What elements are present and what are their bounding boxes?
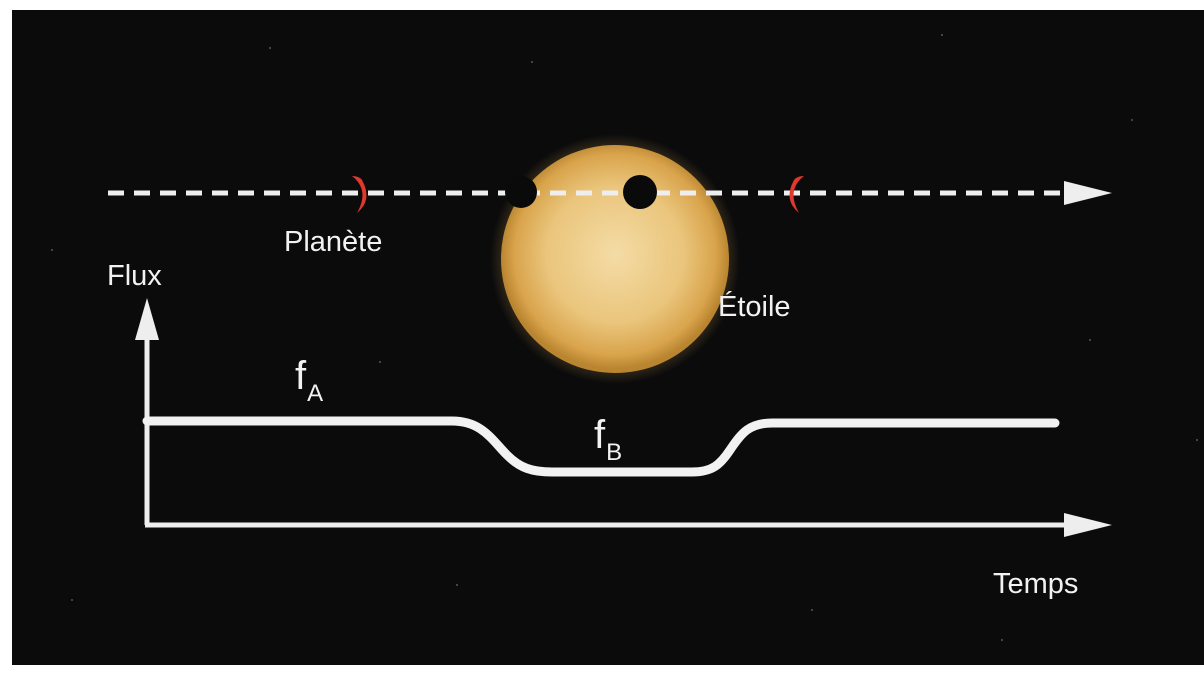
planet-crescent-exiting	[789, 176, 804, 213]
flux-a-subscript: A	[307, 380, 324, 407]
flux-b-subscript: B	[606, 439, 623, 466]
planet-disk-ingress	[505, 176, 537, 208]
transit-diagram	[51, 34, 1198, 641]
light-curve	[142, 416, 1060, 477]
plot-axes	[135, 298, 1112, 537]
time-axis-label: Temps	[993, 568, 1079, 600]
flux-b-symbol: f	[594, 413, 606, 457]
flux-a-symbol: f	[295, 354, 307, 398]
diagram-canvas: Planète Étoile Flux Temps fA fB	[12, 10, 1204, 665]
flux-level-a-label: fA	[295, 356, 323, 406]
star-disk	[501, 145, 729, 373]
orbit-path	[108, 181, 1112, 205]
flux-axis-label: Flux	[107, 260, 162, 292]
orbit-arrowhead	[1064, 181, 1112, 205]
flux-level-b-label: fB	[594, 415, 622, 465]
planet-label: Planète	[284, 226, 383, 258]
star-label: Étoile	[718, 291, 791, 323]
background-stars	[51, 34, 1198, 641]
planet-disk-transit	[623, 175, 657, 209]
planet-crescent-entering	[352, 176, 367, 213]
flux-axis-arrowhead	[135, 298, 159, 340]
time-axis-arrowhead	[1064, 513, 1112, 537]
